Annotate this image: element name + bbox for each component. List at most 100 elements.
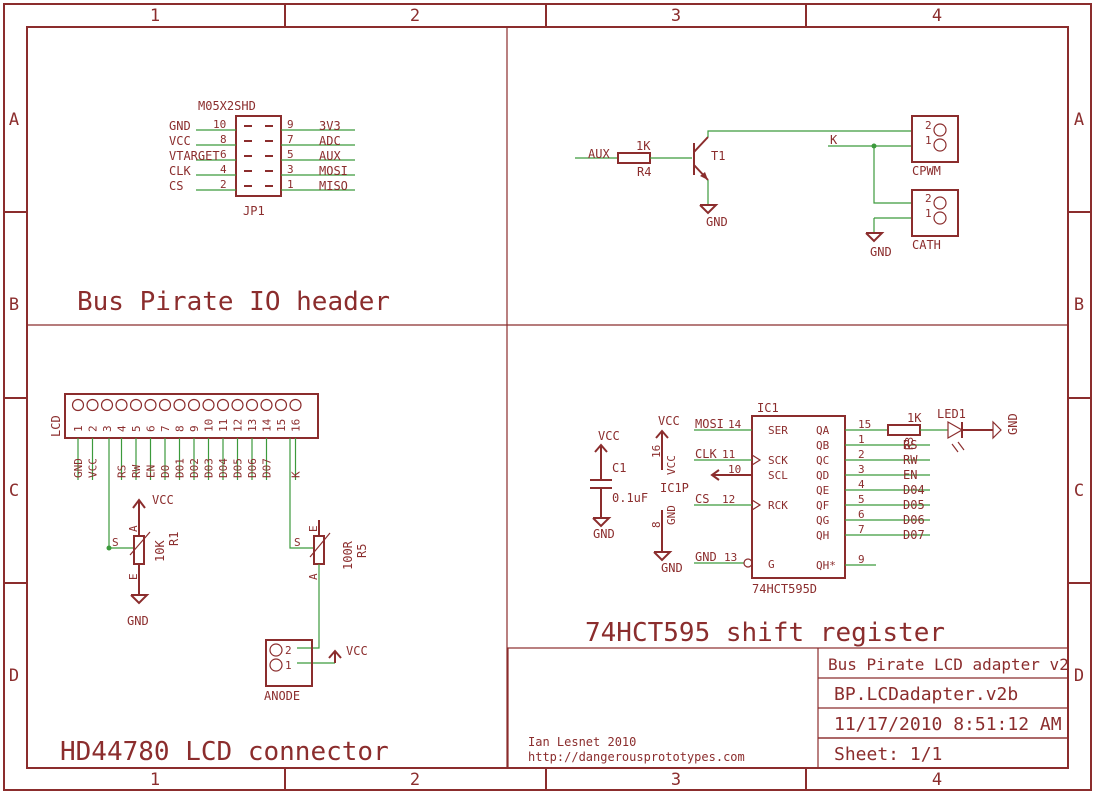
section-title-shift: 74HCT595 shift register [585,618,945,648]
lcd-pin-num-10: 10 [203,419,216,432]
lcd-pin-num-9: 9 [188,425,201,432]
r1-name: R1 [167,532,181,546]
pin-qh-star: QH* [816,559,836,572]
tb-title: Bus Pirate LCD adapter v2 [828,655,1069,674]
pin-ser-num: 14 [728,418,742,431]
lcd-pin-num-14: 14 [261,418,274,432]
jp1-pin-7: 7 [287,133,294,146]
lcd-pin-num-13: 13 [246,419,259,432]
r4-name: R4 [637,165,651,179]
anode-connector [265,639,313,687]
net-rw: RW [903,453,918,467]
lcd-pin-4 [115,398,128,412]
backlight-circuit: AUX 1K R4 T1 GND K GND 2 1 CPWM 2 1 CATH [575,115,959,259]
pin-qb: QB [816,439,830,452]
ic1p-gnd-short: GND [665,505,678,525]
lcd-pin-num-6: 6 [145,425,158,432]
zone-col-1-top: 1 [150,6,160,26]
r4-resistor [617,152,651,164]
net-d05: D05 [903,498,925,512]
jp1-wires [196,129,355,191]
jp1-net-vcc: VCC [169,134,191,148]
anode-vcc: VCC [346,644,368,658]
c1-name: C1 [612,461,626,475]
lcd-pin-num-11: 11 [217,419,230,432]
pin-g: G [768,558,775,571]
lcd-pin-3 [100,398,114,412]
pin-num-3: 3 [858,463,865,476]
lcd-net-d03: D03 [203,458,216,478]
anode-pin-1: 1 [285,659,292,672]
lcd-pin-8 [173,398,186,412]
net-d07: D07 [903,528,925,542]
pin-sck-num: 11 [722,448,735,461]
lcd-pin-13 [245,398,259,412]
aux-net: AUX [588,147,610,161]
pin-num-5: 5 [858,493,865,506]
pin-num-4: 4 [858,478,865,491]
cath-name: CATH [912,238,941,252]
lcd-net-d01: D01 [174,458,187,478]
anode-name: ANODE [264,689,300,703]
pin-num-2: 2 [858,448,865,461]
net-d06: D06 [903,513,925,527]
jp1-net-cs: CS [169,179,183,193]
pin-num-15: 15 [858,418,871,431]
pin-scl: SCL [768,469,788,482]
pin-num-9: 9 [858,553,865,566]
zone-col-2-top: 2 [410,6,420,26]
r5-a: A [307,573,320,580]
lcd-pin-num-8: 8 [174,425,187,432]
lcd-pin-1 [71,398,85,412]
ic1-part: 74HCT595D [752,582,817,596]
tb-date: 11/17/2010 8:51:12 AM [834,714,1062,735]
net-clk: CLK [695,447,717,461]
zone-col-3-bottom: 3 [671,770,681,790]
zone-col-2-bottom: 2 [410,770,420,790]
jp1-net-clk: CLK [169,164,191,178]
lcd-pin-num-1: 1 [72,425,85,432]
cap-gnd: GND [593,527,615,541]
pin-rck-num: 12 [722,493,735,506]
jp1-pin-glyphs [244,125,273,187]
net-rs: RS [903,438,917,452]
lcd-pin-2 [86,398,99,412]
lcd-pin-num-7: 7 [159,425,172,432]
c1-value: 0.1uF [612,491,648,505]
zone-row-a-right: A [1074,110,1084,130]
zone-row-d-right: D [1074,666,1084,686]
lcd-pin-num-12: 12 [232,419,245,432]
shift-register: VCC GND C1 0.1uF VCC 16 VCC IC1P 8 GND G… [590,401,1020,596]
cpwm-connector [911,115,959,163]
r5-s: S [294,536,301,549]
lcd-pin-num-16: 16 [290,419,303,432]
lcd-pin-num-5: 5 [130,425,143,432]
jp1-pin-6: 6 [220,148,227,161]
pin-qe: QE [816,484,829,497]
net-cs: CS [695,492,709,506]
r3-name: R3 [903,437,916,450]
jp1-part: M05X2SHD [198,99,256,113]
lcd-label: LCD [49,415,63,437]
r4-value: 1K [636,139,651,153]
lcd-net-en: EN [145,465,158,478]
pin-num-6: 6 [858,508,865,521]
jp1-pin-2: 2 [220,178,227,191]
pin-qf: QF [816,499,829,512]
jp1-net-mosi: MOSI [319,164,348,178]
pin-num-7: 7 [858,523,865,536]
led1-name: LED1 [937,407,966,421]
lcd-pin-num-2: 2 [87,425,100,432]
zone-row-a-left: A [9,110,19,130]
jp1-net-adc: ADC [319,134,341,148]
ic1p-vcc-pin: 16 [650,445,663,458]
r3-resistor [887,424,921,436]
pin-scl-num: 10 [728,463,741,476]
zone-col-4-bottom: 4 [932,770,942,790]
zone-col-1-bottom: 1 [150,770,160,790]
jp1-net-gnd: GND [169,119,191,133]
lcd-net-d05: D05 [232,458,245,478]
